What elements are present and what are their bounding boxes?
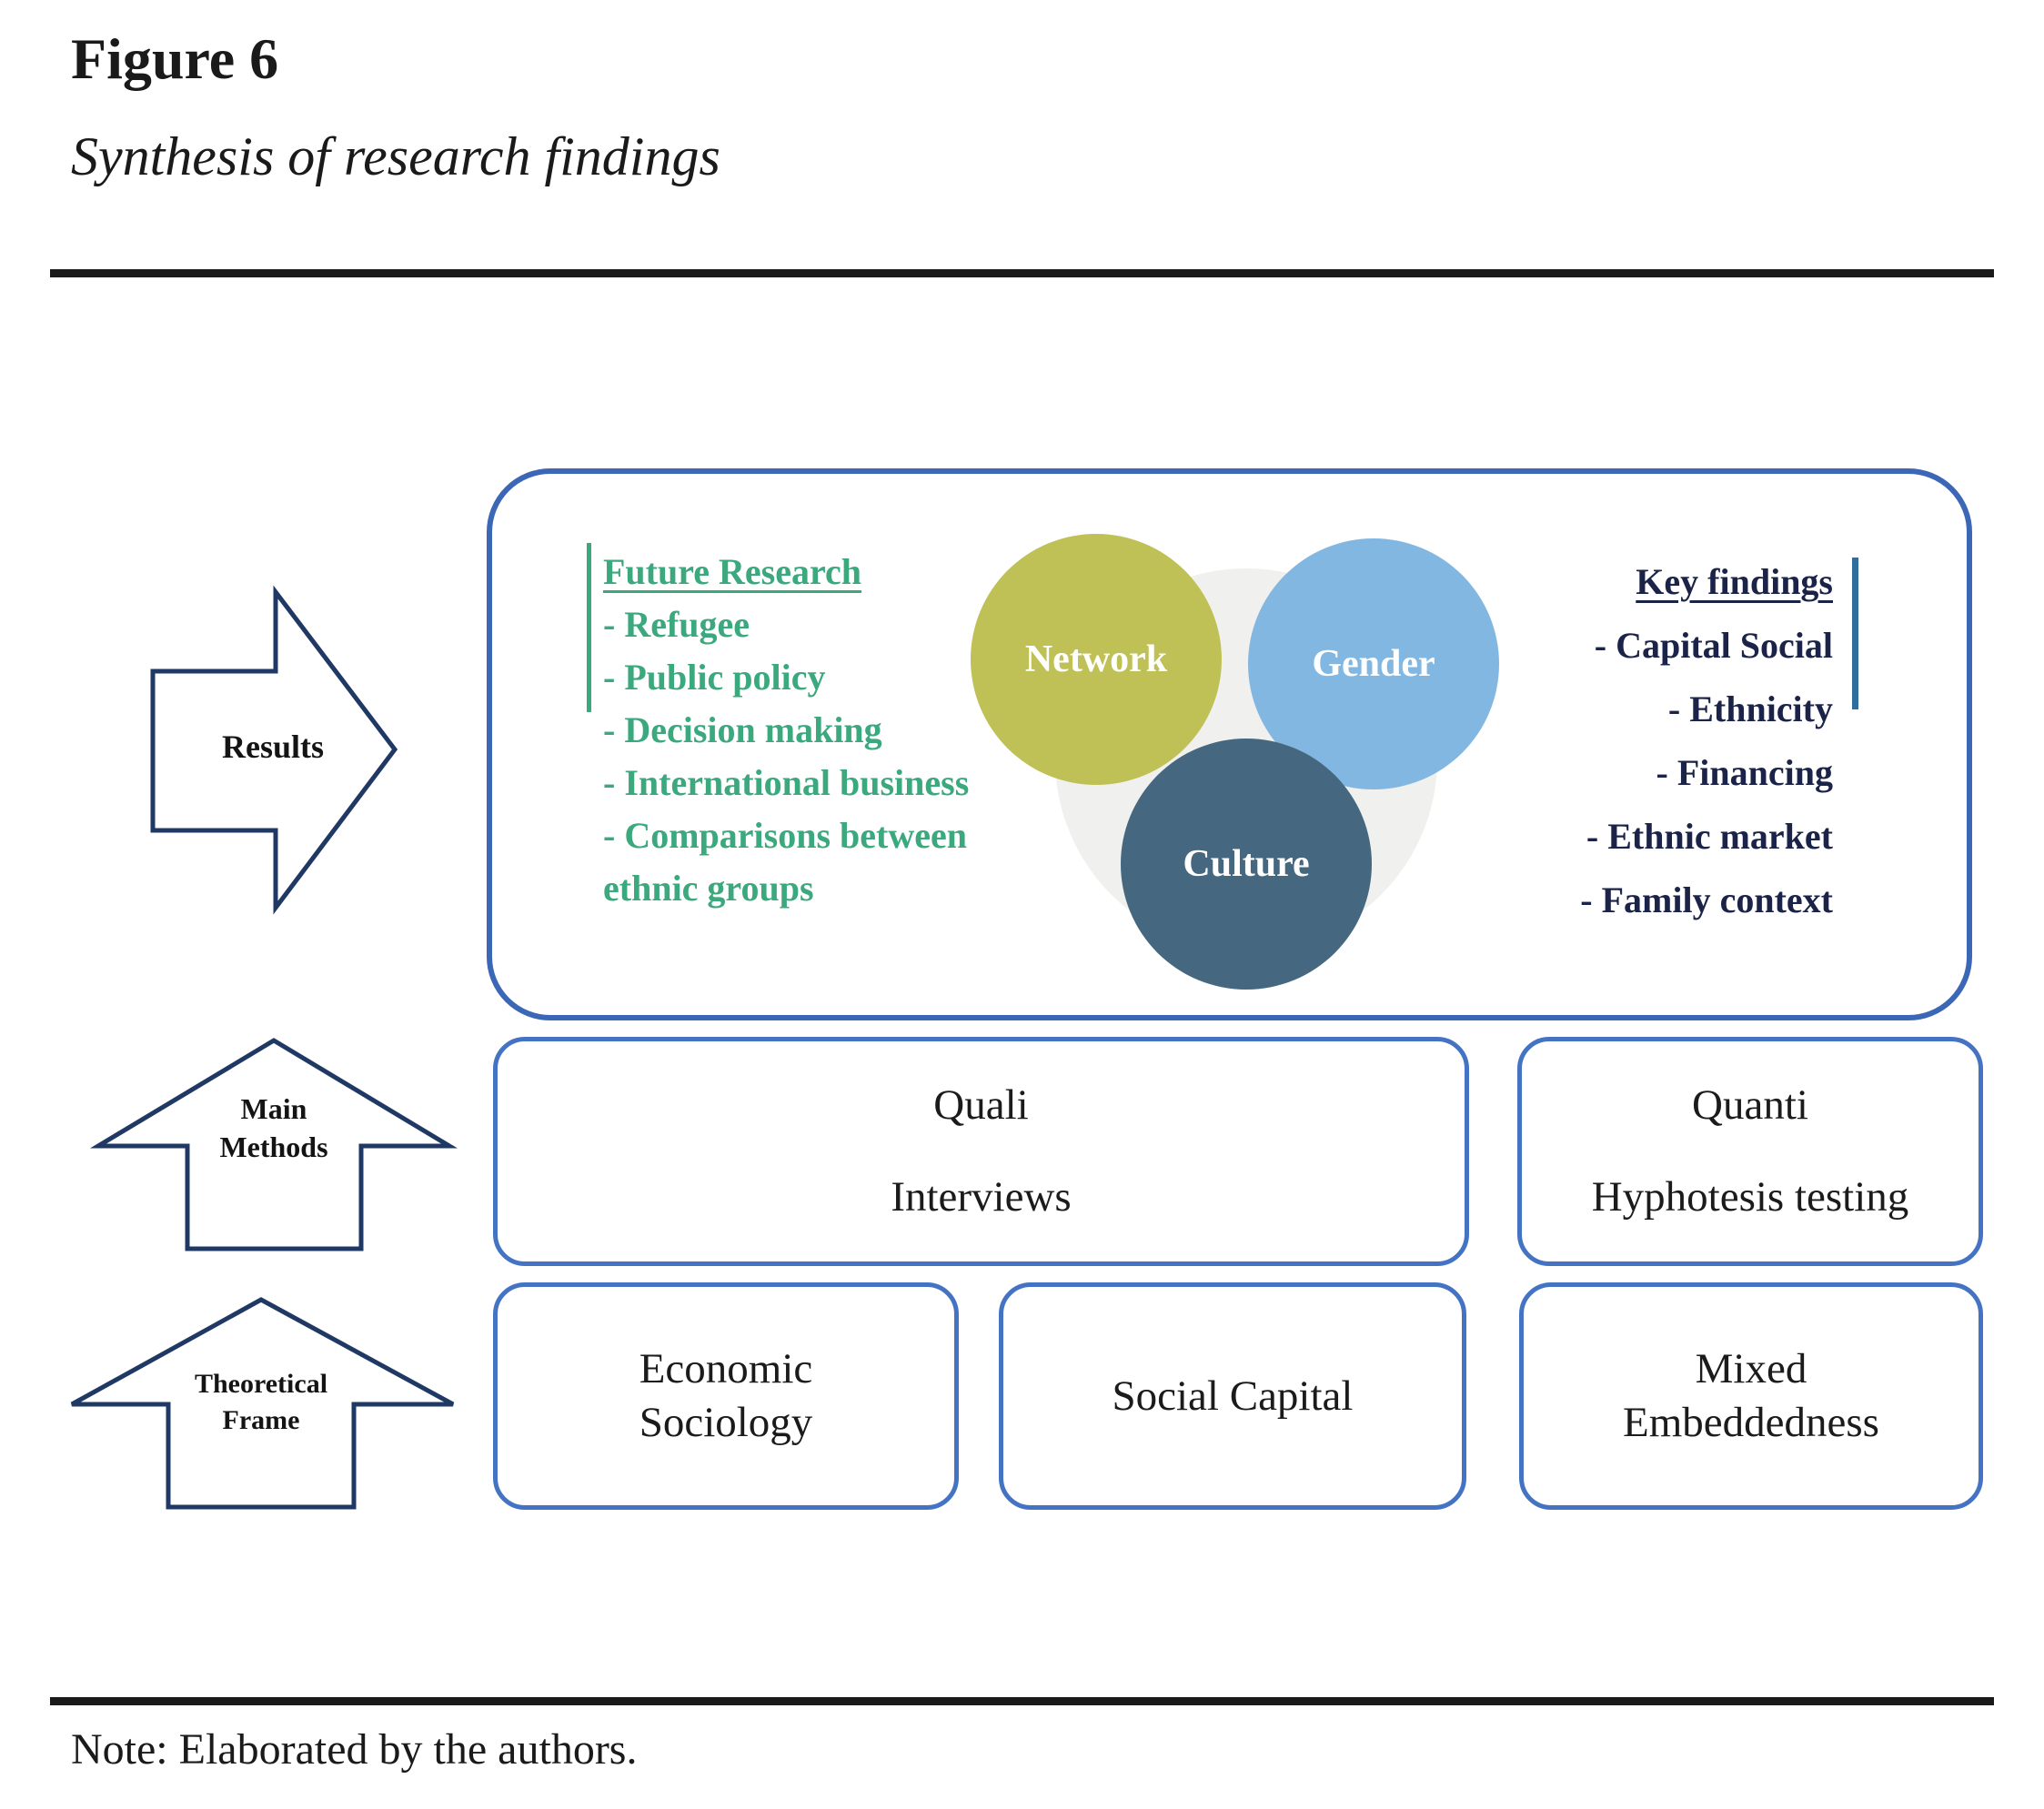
key-findings-heading: Key findings (1636, 561, 1833, 602)
quanti-line1: Quanti (1692, 1081, 1808, 1130)
quanti-line2: Hyphotesis testing (1591, 1173, 1909, 1221)
main-methods-arrow-label: Main Methods (219, 1092, 328, 1163)
future-research-item: - Comparisons between ethnic groups (603, 815, 967, 909)
future-research-item: - Decision making (603, 709, 882, 750)
key-findings-item: - Ethnicity (1667, 688, 1833, 729)
future-research-item: - International business (603, 762, 970, 803)
future-research-heading: Future Research (603, 551, 862, 592)
venn-circle-culture: Culture (1121, 739, 1372, 990)
top-divider (50, 269, 1994, 277)
quali-line1: Quali (933, 1081, 1029, 1130)
key-findings-item: - Family context (1580, 879, 1833, 920)
future-research-accent-bar (587, 543, 591, 712)
theory-box-label: Social Capital (1112, 1372, 1354, 1420)
venn-label-culture: Culture (1183, 843, 1310, 885)
methods-box-quali: Quali Interviews (493, 1037, 1469, 1266)
key-findings-item: - Financing (1656, 752, 1833, 793)
theory-box-social-capital: Social Capital (999, 1282, 1466, 1510)
theory-box-economic-sociology: Economic Sociology (493, 1282, 959, 1510)
theory-box-mixed-embeddedness: Mixed Embeddedness (1519, 1282, 1983, 1510)
key-findings-accent-bar (1852, 558, 1858, 709)
figure-number: Figure 6 (71, 26, 279, 91)
key-findings-item: - Capital Social (1594, 625, 1833, 666)
quali-line2: Interviews (891, 1173, 1072, 1221)
venn-label-network: Network (1024, 638, 1168, 680)
figure-caption: Synthesis of research findings (71, 126, 720, 186)
theory-box-label: Mixed Embeddedness (1623, 1345, 1879, 1446)
theory-box-label: Economic Sociology (639, 1345, 813, 1446)
theoretical-frame-arrow-label: Theoretical Frame (194, 1369, 328, 1435)
figure-note: Note: Elaborated by the authors. (71, 1725, 638, 1774)
venn-label-gender: Gender (1312, 643, 1435, 685)
future-research-item: - Public policy (603, 657, 826, 698)
key-findings-list: Key findings - Capital Social - Ethnicit… (1419, 550, 1833, 932)
venn-circle-network: Network (971, 534, 1222, 785)
bottom-divider (50, 1697, 1994, 1705)
results-arrow-label: Results (221, 729, 324, 765)
methods-box-quanti: Quanti Hyphotesis testing (1517, 1037, 1983, 1266)
key-findings-item: - Ethnic market (1586, 816, 1833, 857)
future-research-item: - Refugee (603, 604, 750, 645)
future-research-list: Future Research - Refugee - Public polic… (603, 546, 1003, 915)
